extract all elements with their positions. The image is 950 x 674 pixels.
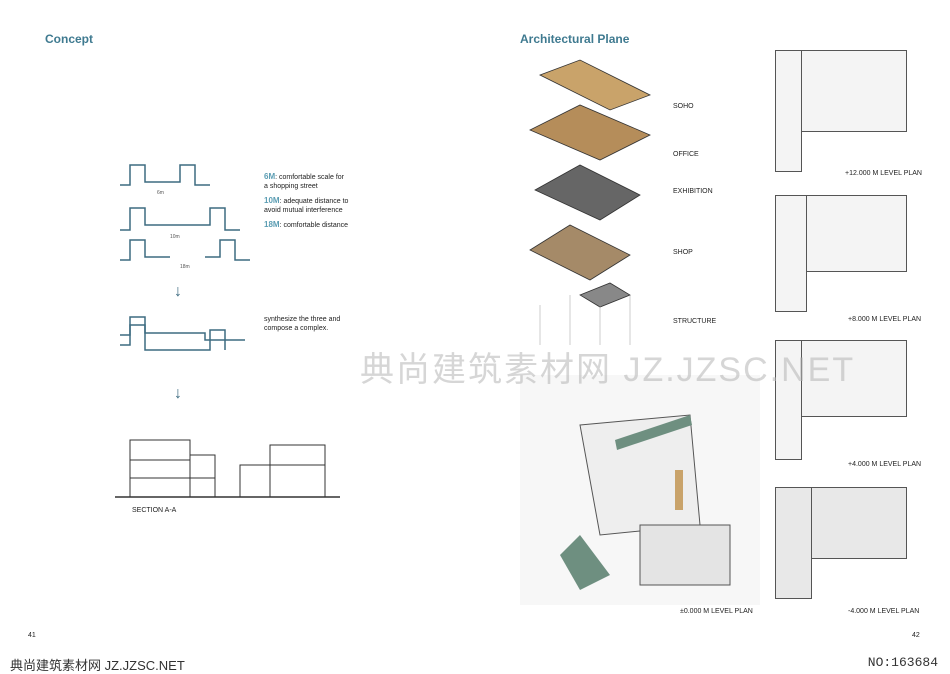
page-number-left: 41 [28, 632, 36, 639]
street-width-diagrams: 6m 10m 18m [120, 164, 250, 270]
dim-18m: 18m [180, 264, 190, 270]
dim-6m: 6m [157, 190, 164, 196]
footer-bar: 典尚建筑素材网 JZ.JZSC.NET NO:163684 [0, 654, 950, 673]
layer-label: SOHO [673, 103, 694, 110]
plan-label: +12.000 M LEVEL PLAN [845, 170, 922, 177]
section-drawing [115, 439, 340, 498]
layer-label: EXHIBITION [673, 188, 713, 195]
exploded-axonometric [529, 59, 651, 345]
note-key: 18M [264, 220, 280, 229]
watermark: 典尚建筑素材网 JZ.JZSC.NET [360, 351, 856, 389]
note-key: 6M [264, 172, 276, 181]
footer-number: NO:163684 [867, 655, 938, 670]
dim-10m: 10m [170, 234, 180, 240]
footer-site: 典尚建筑素材网 JZ.JZSC.NET [10, 658, 185, 673]
distance-notes: 6M: comfortable scale for a shopping str… [264, 172, 349, 230]
note-text: : adequate distance to avoid mutual inte… [264, 198, 349, 214]
architectural-plane-title: Architectural Plane [520, 32, 630, 46]
synthesis-diagram [120, 316, 245, 351]
plan-label: -4.000 M LEVEL PLAN [848, 608, 920, 615]
note-text: : comfortable scale for a shopping stree… [264, 174, 344, 190]
floor-plan [775, 340, 802, 460]
note-key: 10M [264, 196, 280, 205]
layer-label: STRUCTURE [673, 318, 717, 325]
plan-label: +4.000 M LEVEL PLAN [848, 461, 922, 468]
concept-title: Concept [45, 32, 93, 46]
floor-plan [775, 195, 807, 312]
note-text: : comfortable distance [279, 222, 349, 229]
arrow-down-icon: ↓ [174, 283, 182, 300]
site-plan [520, 375, 760, 605]
site-plan-label: ±0.000 M LEVEL PLAN [680, 608, 753, 615]
layer-label: SHOP [673, 249, 693, 256]
page-number-right: 42 [912, 632, 920, 639]
section-label: SECTION A-A [132, 507, 177, 514]
synthesis-note: synthesize the three and compose a compl… [264, 316, 341, 332]
layer-label: OFFICE [673, 151, 699, 158]
arrow-down-icon: ↓ [174, 385, 182, 402]
floor-plan [775, 50, 802, 172]
plan-label: +8.000 M LEVEL PLAN [848, 316, 922, 323]
floor-plan [775, 487, 812, 599]
